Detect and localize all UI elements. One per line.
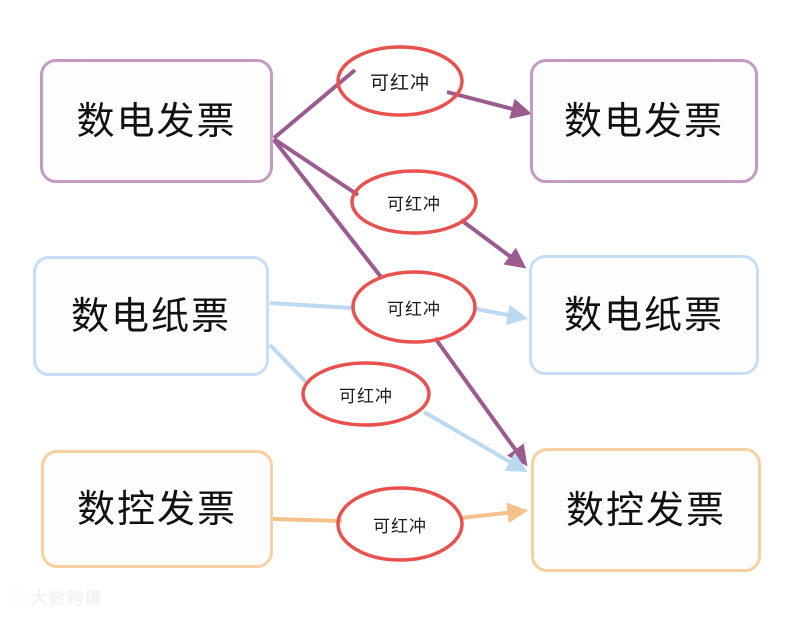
edge-shudian-zhipiao-arrowhead <box>459 218 527 269</box>
edge-zhipiao-zhipiao-arrowhead <box>475 304 529 326</box>
edge-shudian-zhipiao <box>272 137 360 197</box>
node-target-shudian-zhipiao[interactable]: 数电纸票 <box>529 255 759 375</box>
edge-shukong-shukong-arrowhead <box>460 502 529 524</box>
edge-label-ellipse-3 <box>351 270 477 344</box>
edge-zhipiao-shukong-arrowhead <box>422 410 528 473</box>
edge-label-ellipse-1 <box>336 45 464 117</box>
edge-label-ellipse-4 <box>301 361 431 427</box>
node-source-shudian-zhipiao[interactable]: 数电纸票 <box>33 256 269 376</box>
edge-shukong-shukong <box>272 517 343 523</box>
edge-shudian-shukong <box>272 138 383 279</box>
node-label: 数电纸票 <box>70 294 231 338</box>
node-source-shukong-fapiao[interactable]: 数控发票 <box>41 450 273 568</box>
watermark: ◌ 大数跨境 <box>8 584 103 610</box>
edge-zhipiao-shukong <box>268 343 308 384</box>
edge-shudian-shudian-arrowhead <box>446 90 533 119</box>
node-label: 数电纸票 <box>563 293 724 337</box>
node-label: 数控发票 <box>76 487 237 531</box>
node-label: 数电发票 <box>563 99 724 143</box>
edge-shudian-shudian <box>272 68 357 140</box>
watermark-text: 大数跨境 <box>30 589 103 609</box>
edge-label-ellipse-2 <box>350 169 478 235</box>
node-target-shukong-fapiao[interactable]: 数控发票 <box>531 448 761 572</box>
edge-zhipiao-zhipiao <box>269 301 354 310</box>
node-label: 数控发票 <box>565 488 726 532</box>
node-source-shudian-fapiao[interactable]: 数电发票 <box>40 59 273 183</box>
watermark-logo-icon: ◌ <box>8 585 25 608</box>
edge-shudian-shukong-arrowhead <box>433 336 528 467</box>
edge-label-ellipse-5 <box>336 486 464 562</box>
node-label: 数电发票 <box>76 99 237 143</box>
node-target-shudian-fapiao[interactable]: 数电发票 <box>530 59 758 183</box>
